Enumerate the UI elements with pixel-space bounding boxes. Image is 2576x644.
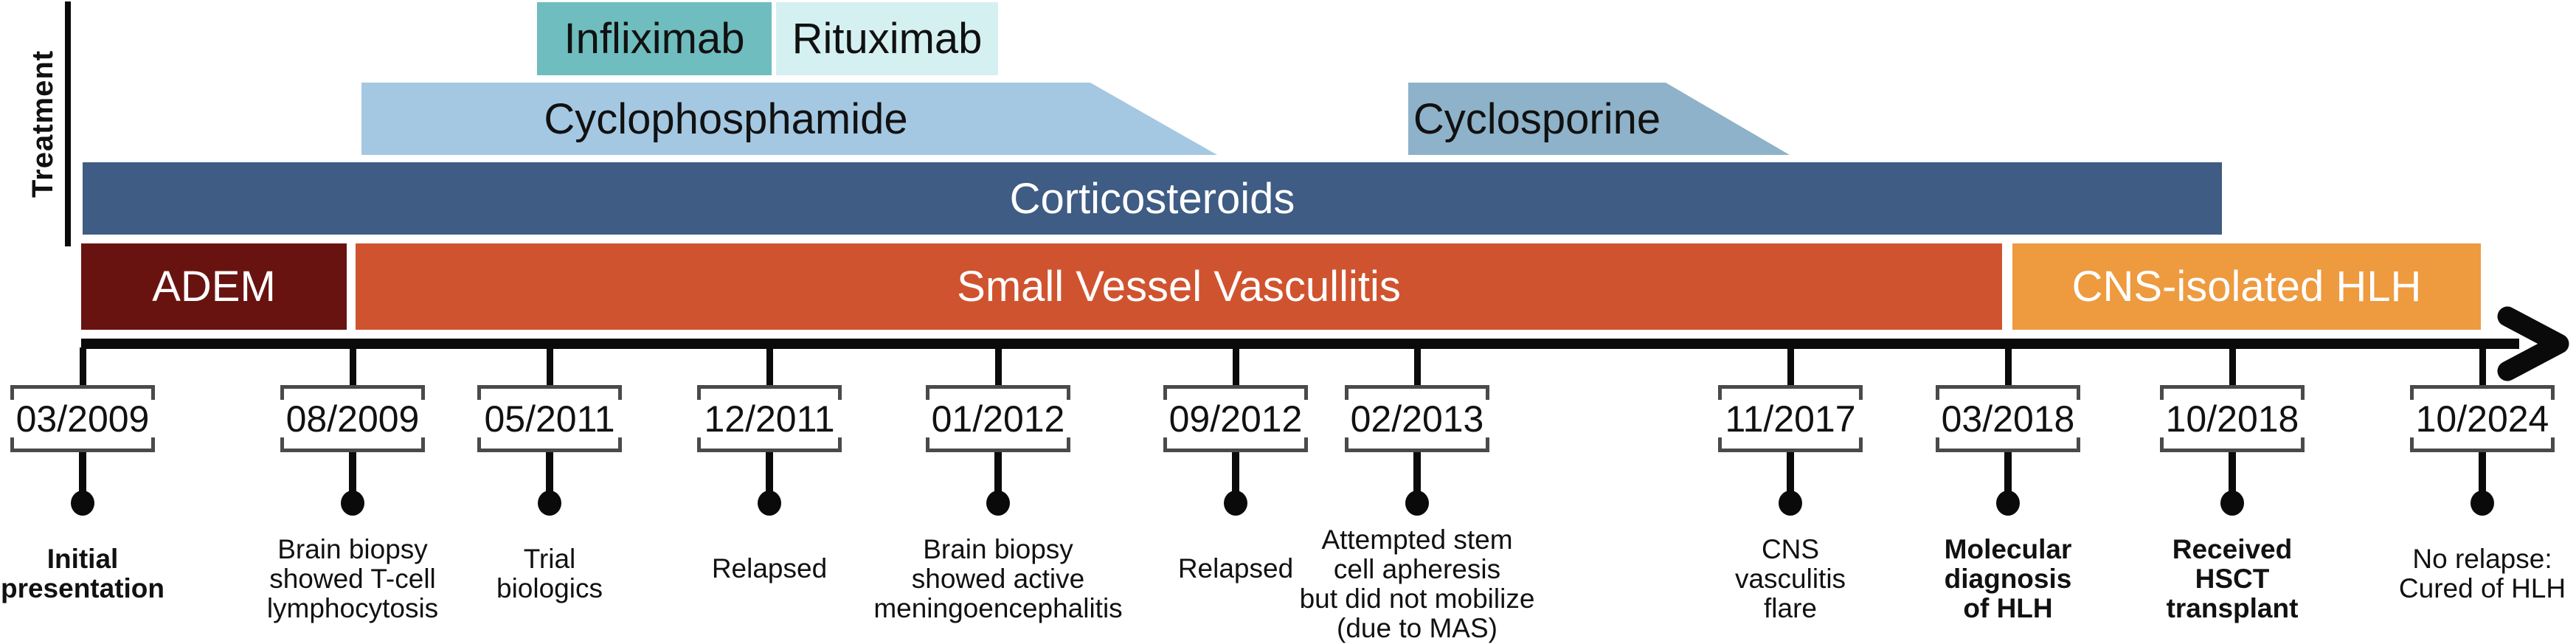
disease-bar-small-vessel-vascullitis: Small Vessel Vascullitis — [356, 243, 2002, 330]
timeline-tick — [1232, 347, 1239, 387]
timeline-tick — [2004, 347, 2012, 387]
event-description: Brain biopsy showed T-cell lymphocytosis — [266, 534, 439, 623]
event-description: Attempted stem cell apheresis but did no… — [1299, 524, 1535, 643]
timeline-tick — [994, 347, 1002, 387]
date-bracket-bottom — [2410, 437, 2555, 452]
date-bracket-top — [2410, 385, 2555, 400]
event-stem — [2229, 452, 2236, 492]
date-bracket-bottom — [477, 437, 622, 452]
date-label: 02/2013 — [1350, 398, 1484, 440]
event-stem — [2004, 452, 2012, 492]
event-dot — [538, 491, 561, 516]
treatment-bar-cyclophosphamide: Cyclophosphamide — [361, 83, 1217, 155]
date-bracket-top — [10, 385, 155, 400]
date-label: 08/2009 — [285, 398, 420, 440]
event-stem — [546, 452, 553, 492]
bar-label: Small Vessel Vascullitis — [957, 263, 1401, 311]
event-dot — [1996, 491, 2020, 516]
date-bracket-bottom — [280, 437, 425, 452]
timeline-bar — [81, 339, 2519, 349]
event-dot — [1224, 491, 1247, 516]
bar-label: CNS-isolated HLH — [2071, 263, 2422, 311]
date-bracket-top — [697, 385, 842, 400]
date-bracket-bottom — [2160, 437, 2305, 452]
event-description: Molecular diagnosis of HLH — [1944, 534, 2072, 623]
timeline-tick — [1413, 347, 1421, 387]
bar-label: Rituximab — [792, 15, 983, 63]
date-label: 10/2018 — [2165, 398, 2299, 440]
bar-label: Cyclophosphamide — [544, 94, 908, 143]
date-bracket-top — [1345, 385, 1489, 400]
timeline-tick — [2479, 347, 2486, 387]
disease-bar-adem: ADEM — [81, 243, 347, 330]
date-label: 01/2012 — [931, 398, 1065, 440]
date-label: 03/2009 — [15, 398, 150, 440]
event-stem — [79, 452, 86, 492]
event-dot — [71, 491, 94, 516]
date-bracket-top — [1163, 385, 1308, 400]
event-stem — [994, 452, 1002, 492]
event-dot — [2471, 491, 2494, 516]
date-bracket-top — [1718, 385, 1863, 400]
timeline-tick — [1787, 347, 1794, 387]
event-stem — [1232, 452, 1239, 492]
event-description: CNS vasculitis flare — [1734, 534, 1846, 623]
event-dot — [986, 491, 1010, 516]
date-label: 11/2017 — [1725, 398, 1856, 440]
date-label: 03/2018 — [1941, 398, 2075, 440]
event-description: Brain biopsy showed active meningoenceph… — [873, 534, 1123, 623]
event-description: Received HSCT transplant — [2166, 534, 2299, 623]
event-stem — [2479, 452, 2486, 492]
date-bracket-top — [2160, 385, 2305, 400]
event-dot — [341, 491, 364, 516]
timeline-tick — [349, 347, 356, 387]
treatment-bar-rituximab: Rituximab — [776, 2, 998, 75]
date-bracket-bottom — [1345, 437, 1489, 452]
event-dot — [2220, 491, 2244, 516]
date-bracket-bottom — [1718, 437, 1863, 452]
date-bracket-bottom — [926, 437, 1070, 452]
timeline-tick — [79, 347, 86, 387]
date-bracket-bottom — [10, 437, 155, 452]
bar-label: Infliximab — [564, 15, 745, 63]
date-bracket-top — [1936, 385, 2080, 400]
event-dot — [758, 491, 781, 516]
date-label: 12/2011 — [704, 398, 835, 440]
event-stem — [766, 452, 773, 492]
event-stem — [1413, 452, 1421, 492]
bar-label: Cyclosporine — [1413, 94, 1661, 143]
timeline-arrowhead-icon — [2497, 306, 2569, 381]
treatment-axis-line — [65, 1, 71, 246]
bar-label: Corticosteroids — [1009, 174, 1295, 223]
date-label: 05/2011 — [484, 398, 615, 440]
date-bracket-top — [477, 385, 622, 400]
treatment-bar-corticosteroids: Corticosteroids — [83, 162, 2222, 235]
event-dot — [1779, 491, 1802, 516]
timeline-tick — [766, 347, 773, 387]
event-description: Relapsed — [1177, 553, 1294, 584]
event-description: Trial biologics — [496, 544, 603, 603]
event-description: No relapse: Cured of HLH — [2398, 544, 2566, 603]
event-description: Relapsed — [711, 553, 828, 584]
event-dot — [1405, 491, 1429, 516]
date-label: 10/2024 — [2415, 398, 2549, 440]
date-bracket-top — [280, 385, 425, 400]
date-bracket-bottom — [697, 437, 842, 452]
event-stem — [349, 452, 356, 492]
date-bracket-top — [926, 385, 1070, 400]
bar-label: ADEM — [152, 263, 276, 311]
timeline-tick — [2229, 347, 2236, 387]
event-description: Initial presentation — [0, 544, 165, 603]
date-bracket-bottom — [1163, 437, 1308, 452]
date-label: 09/2012 — [1168, 398, 1303, 440]
disease-bar-cns-isolated-hlh: CNS-isolated HLH — [2012, 243, 2481, 330]
timeline-tick — [546, 347, 553, 387]
date-bracket-bottom — [1936, 437, 2080, 452]
event-stem — [1787, 452, 1794, 492]
treatment-bar-infliximab: Infliximab — [537, 2, 772, 75]
